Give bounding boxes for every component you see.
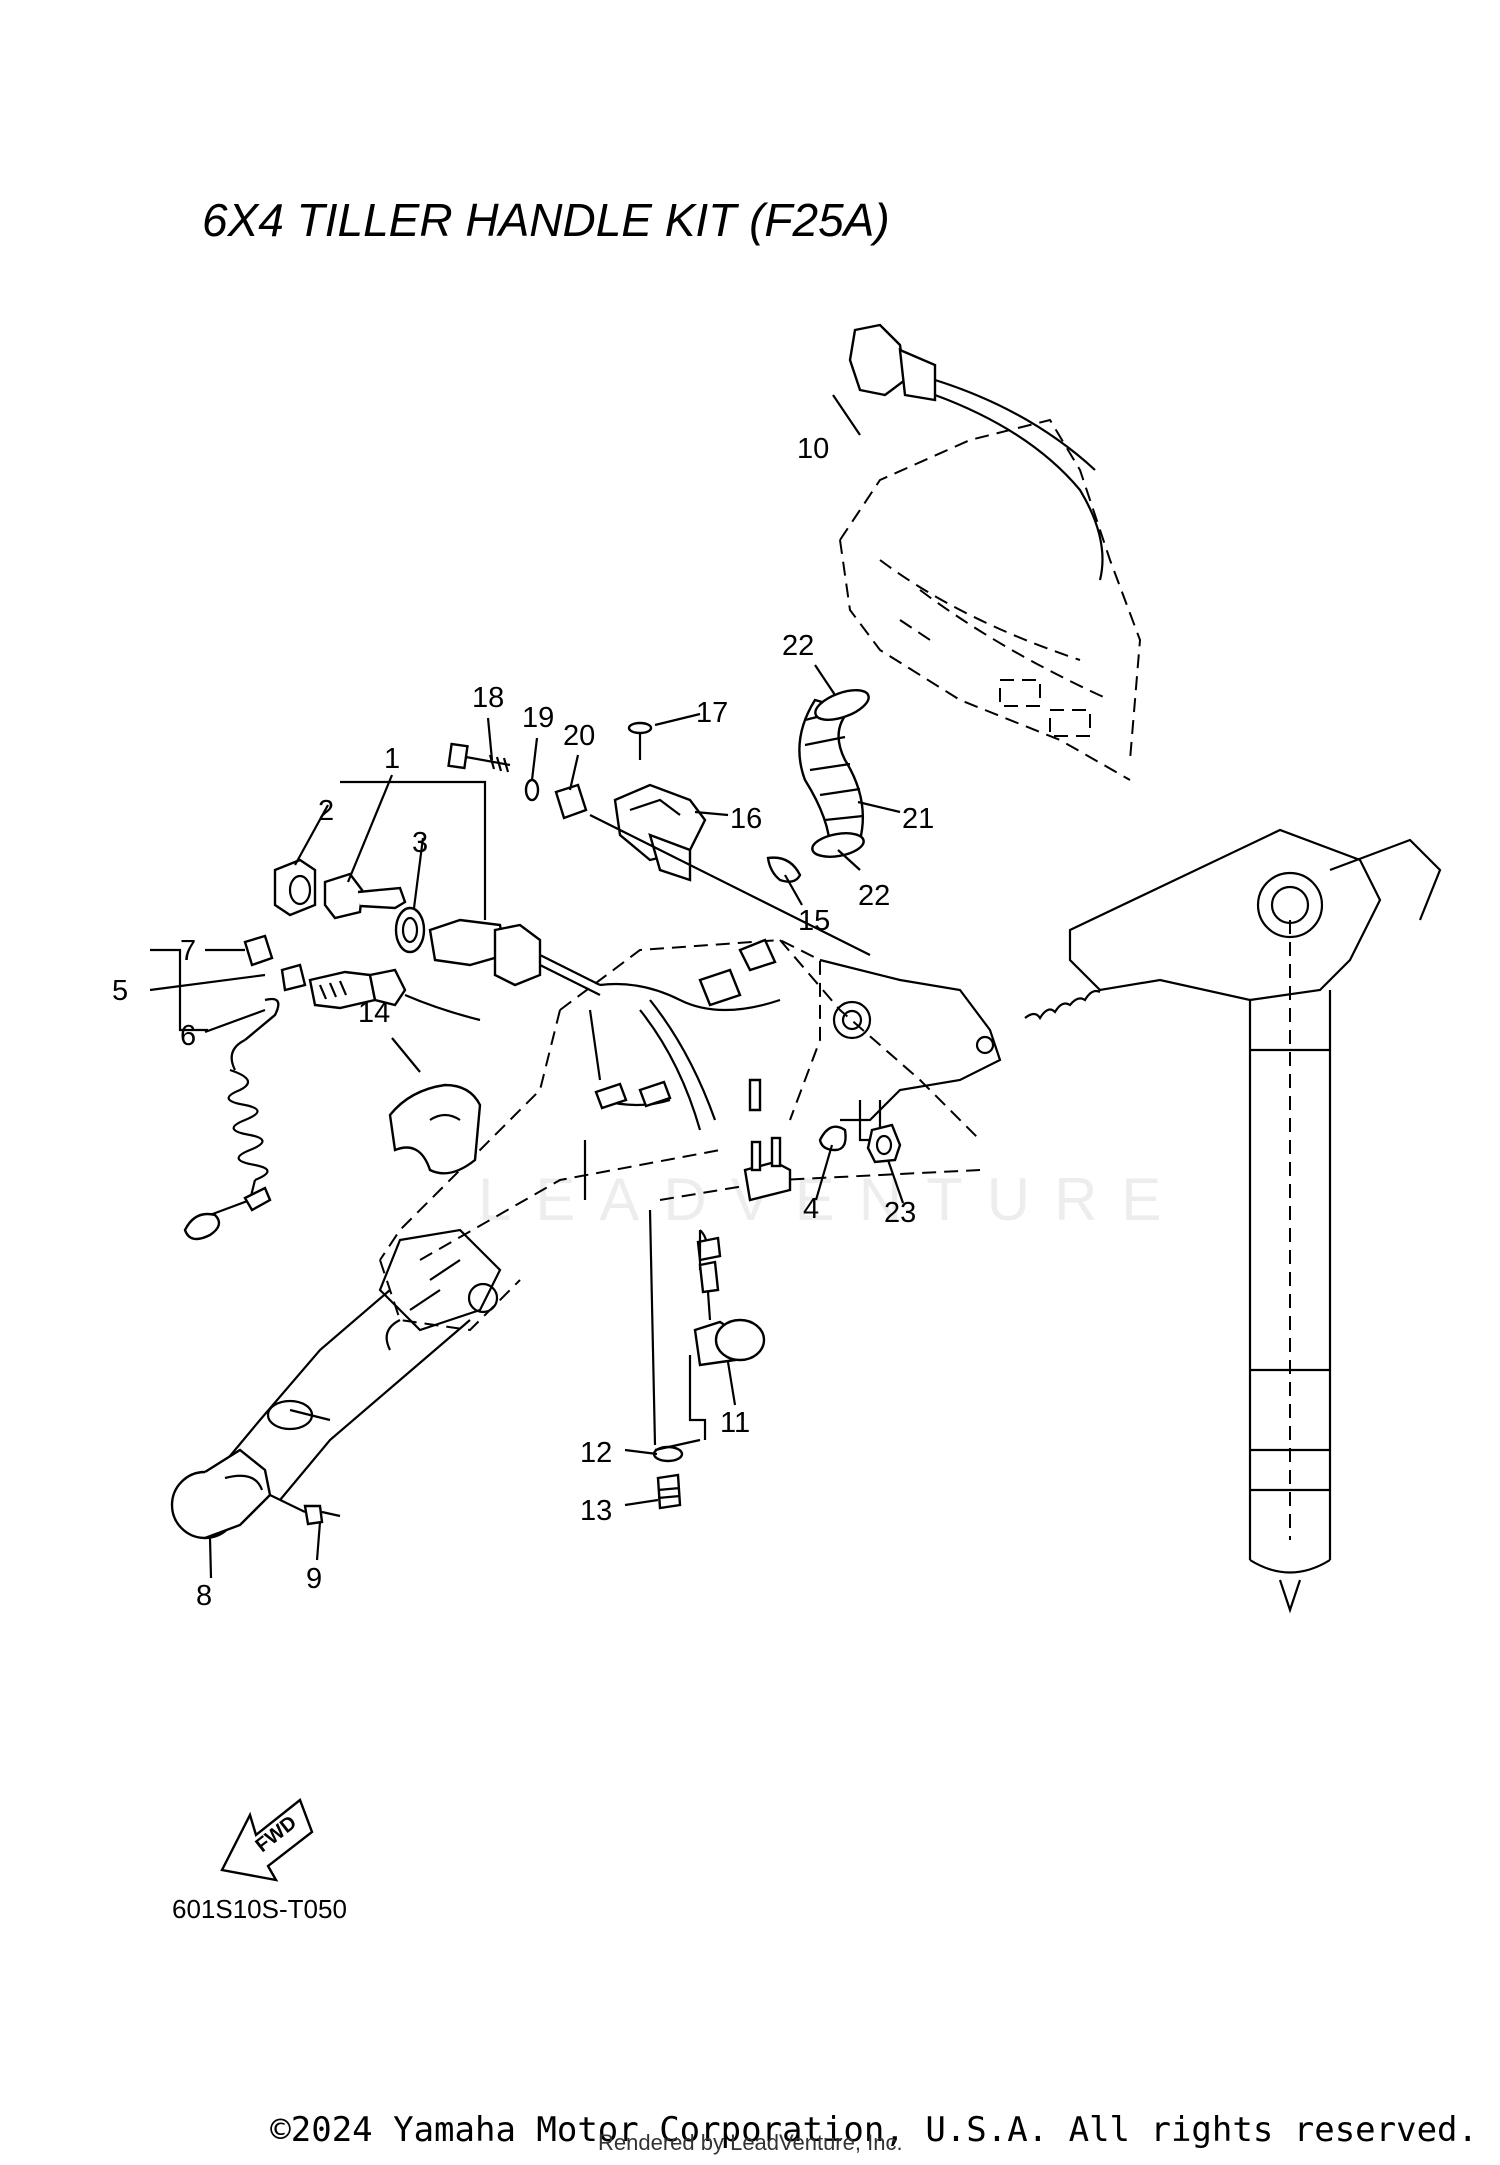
diagram-title: 6X4 TILLER HANDLE KIT (F25A) [202,194,890,246]
callout-6: 6 [180,1020,196,1052]
callout-4: 4 [803,1193,819,1225]
callout-8: 8 [196,1580,212,1612]
callout-19: 19 [522,702,554,734]
callout-17: 17 [696,697,728,729]
part-2-cap [273,858,317,917]
part-4-clip [818,1125,847,1152]
main-switch-body [428,918,781,1012]
callout-12: 12 [580,1437,612,1469]
callout-5: 5 [112,975,128,1007]
callout-16: 16 [730,803,762,835]
part-14-cover [388,1083,482,1175]
part-18-bolt [447,742,511,773]
callout-13: 13 [580,1495,612,1527]
vertical-leader-lines [583,1140,657,1446]
part-5-stop-switch [280,963,481,1022]
callout-3: 3 [412,827,428,859]
steering-column [1068,828,1442,1614]
part-7-cap [243,934,274,967]
callout-9: 9 [306,1563,322,1595]
part-17-screw [627,721,653,760]
callout-14: 14 [358,997,390,1029]
steering-pin-spring [1024,989,1101,1021]
callout-20: 20 [563,720,595,752]
part-12-washer [652,1438,701,1463]
part-10-connector [848,323,1104,581]
callout-18: 18 [472,682,504,714]
part-13-screw [656,1473,682,1510]
part-3-ring [394,906,426,954]
fwd-arrow-icon: FWD [220,1798,314,1882]
part-21-grommet-hose [798,689,870,858]
part-19-washer [524,778,540,802]
callout-11: 11 [720,1407,750,1439]
callout-leaders [149,394,905,1579]
callout-15: 15 [798,905,830,937]
part-8-grip-end [170,1448,272,1540]
part-11-buzzer [688,1260,766,1440]
callout-22-lower: 22 [858,880,890,912]
bracket-housing-outline [839,418,1142,781]
callout-21: 21 [902,803,934,835]
part-15-clip [766,856,802,883]
steering-bracket [819,958,1002,1142]
part-9-screw [269,1494,341,1526]
wiring-harness [588,938,792,1262]
callout-10: 10 [797,433,829,465]
diagram-code: 601S10S-T050 [172,1894,347,1924]
callout-22-upper: 22 [782,630,814,662]
part-1-key [323,872,407,920]
callout-1: 1 [384,743,400,775]
part-23-nut [866,1123,902,1164]
part-6-lanyard [183,997,280,1241]
part-16-holder [613,783,707,882]
copyright-notice: ©2024 Yamaha Motor Corporation, U.S.A. A… [270,2110,1478,2150]
callout-numbers: 1 2 3 4 5 6 7 8 9 10 11 12 13 14 15 16 1… [112,433,934,1612]
leader-line [589,814,871,956]
tiller-handle [209,1228,502,1501]
callout-23: 23 [884,1197,916,1229]
rendered-by-credit: Rendered by LeadVenture, Inc. [598,2130,903,2155]
callout-7: 7 [180,935,196,967]
callout-2: 2 [318,795,334,827]
